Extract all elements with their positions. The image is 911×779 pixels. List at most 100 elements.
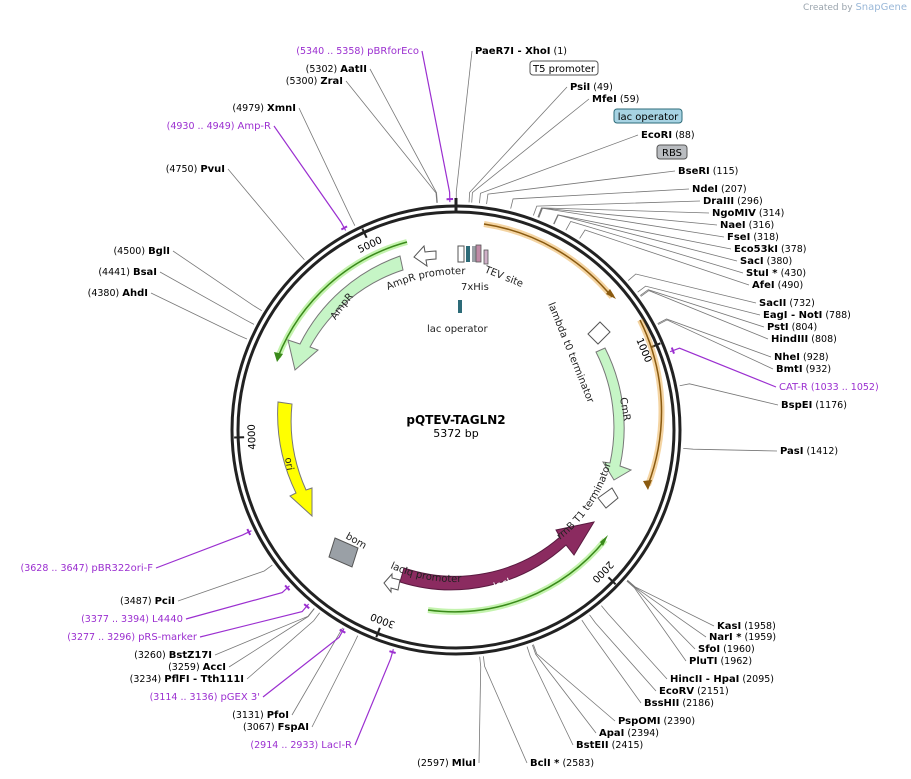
enzyme-position: (430) [778,268,807,279]
enzyme-leader-line [227,168,305,260]
enzyme-site-label: StuI * (430) [746,268,806,279]
primer-marks [246,198,675,654]
enzyme-name: NarI * [709,632,742,643]
primer-range: (4930 .. 4949) [167,121,238,132]
enzyme-position: (1412) [803,446,838,457]
enzyme-site-label: (3234) PflFI - Tth111I [130,674,244,685]
enzyme-site-label: BseRI (115) [678,166,738,177]
enzyme-name: AccI [203,662,226,673]
enzyme-name-2: - Tth111I [190,674,244,685]
enzyme-position: (788) [822,310,851,321]
enzyme-name: PstI [767,322,789,333]
lac-operator-mark-inner [458,300,462,313]
primer-name: LacI-R [321,740,352,751]
enzyme-position: (4380) [88,288,123,299]
enzyme-leader-line [526,646,574,746]
enzyme-leader-line [471,98,590,203]
enzyme-site-label: BmtI (932) [776,364,831,375]
enzyme-name: EagI [763,310,787,321]
enzyme-leader-line [532,200,701,216]
tick-label: 3000 [369,610,397,629]
enzyme-site-label: (3260) BstZ17I [134,650,212,661]
enzyme-name: AhdI [122,288,148,299]
enzyme-name: BclI * [530,758,560,769]
t5-promoter-box [529,60,599,76]
lac-operator-box [613,108,683,124]
enzyme-site-label: SacII (732) [759,298,815,309]
primer-binding-mark [303,603,310,610]
primer-range: (5340 .. 5358) [296,46,367,57]
enzyme-site-label: HindIII (808) [771,334,837,345]
enzyme-leader-line [601,605,668,680]
green-halo-ampr-head [274,352,283,362]
enzyme-site-label: (3259) AccI [168,662,226,673]
enzyme-position: (2095) [739,674,774,685]
primer-name: pBR322ori-F [91,563,153,574]
enzyme-name: DraIII [703,196,734,207]
enzyme-leader-line [150,292,248,340]
green-halo-ampr-line [277,241,408,358]
enzyme-site-label: EcoRV (2151) [659,686,729,697]
primer-label: (5340 .. 5358) pBRforEco [296,46,419,57]
enzyme-name: SacII [759,298,786,309]
leader-lines [150,50,779,764]
enzyme-leader-line [565,220,744,274]
tick-label: 4000 [247,424,259,450]
enzyme-site-label: PstI (804) [767,322,817,333]
ori-label: ori [282,457,295,472]
plasmid-name: pQTEV-TAGLN2 [406,413,505,427]
enzyme-leader-line [532,644,616,722]
enzyme-position: (207) [718,184,747,195]
enzyme-name: PvuI [200,164,225,175]
primer-label: CAT-R (1033 .. 1052) [779,382,879,393]
enzyme-name: KasI [717,621,741,632]
enzyme-site-label: SfoI (1960) [698,644,755,655]
enzyme-site-label: EcoRI (88) [641,130,695,141]
enzyme-site-label: PasI (1412) [780,446,838,457]
enzyme-position: (490) [775,280,804,291]
primer-label: (3114 .. 3136) pGEX 3' [150,692,260,703]
primer-leader-line [669,347,777,388]
lac-operator-mark-top [466,246,470,262]
enzyme-name: HindIII [771,334,808,345]
enzyme-position: (59) [617,94,640,105]
enzyme-position: (2394) [624,728,659,739]
enzyme-position: (49) [590,82,613,93]
enzyme-leader-line [486,170,676,205]
enzyme-site-label: (3131) PfoI [232,710,289,721]
enzyme-leader-line [214,608,315,656]
primer-leader-line [185,585,290,620]
enzyme-site-label: (4979) XmnI [232,103,296,114]
site-labels: PaeR7I - XhoI (1)PsiI (49)MfeI (59)EcoRI… [21,46,879,769]
enzyme-position: (2583) [559,758,594,769]
enzyme-position: (5302) [306,64,341,75]
enzyme-site-label: ApaI (2394) [599,728,659,739]
enzyme-position: (928) [800,352,829,363]
enzyme-leader-line [531,644,597,734]
enzyme-name: NaeI [720,220,746,231]
credit-prefix: Created by [803,3,853,13]
primer-binding-mark [670,347,675,354]
enzyme-name: PspOMI [618,716,660,727]
enzyme-name: PciI [155,596,175,607]
enzyme-name: Eco53kI [734,244,778,255]
enzyme-site-label: (2597) MluI [417,758,476,769]
enzyme-name: BstZ17I [169,650,212,661]
enzyme-position: (3234) [130,674,165,685]
orange-halo-upper-head [606,289,616,299]
primer-name: pGEX 3' [220,692,260,703]
enzyme-site-label: HincII - HpaI (2095) [670,674,774,685]
enzyme-name: AfeI [752,280,775,291]
primer-range: (1033 .. 1052) [808,382,879,393]
enzyme-name-2: - HpaI [702,674,739,685]
enzyme-position: (1958) [741,621,776,632]
rbs-box [656,144,688,160]
orange-halo-lower-line [639,319,663,486]
enzyme-leader-line [537,207,718,226]
enzyme-leader-line [553,214,738,262]
enzyme-position: (316) [746,220,775,231]
green-halo-laci-line [427,539,606,613]
enzyme-position: (932) [803,364,832,375]
enzyme-name: FseI [727,232,750,243]
primer-name: L4440 [152,614,183,625]
